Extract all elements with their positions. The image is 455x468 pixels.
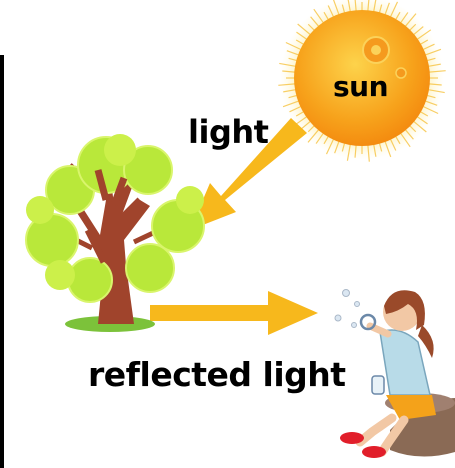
bubbles-icon bbox=[335, 290, 360, 328]
left-border bbox=[0, 55, 4, 468]
reflected-light-arrow bbox=[150, 291, 318, 335]
light-label: light bbox=[188, 113, 268, 151]
girl-blowing-bubbles-icon bbox=[340, 290, 455, 458]
tree-icon bbox=[26, 134, 204, 332]
reflected-light-label: reflected light bbox=[88, 355, 346, 394]
sun-label: sun bbox=[333, 70, 388, 103]
